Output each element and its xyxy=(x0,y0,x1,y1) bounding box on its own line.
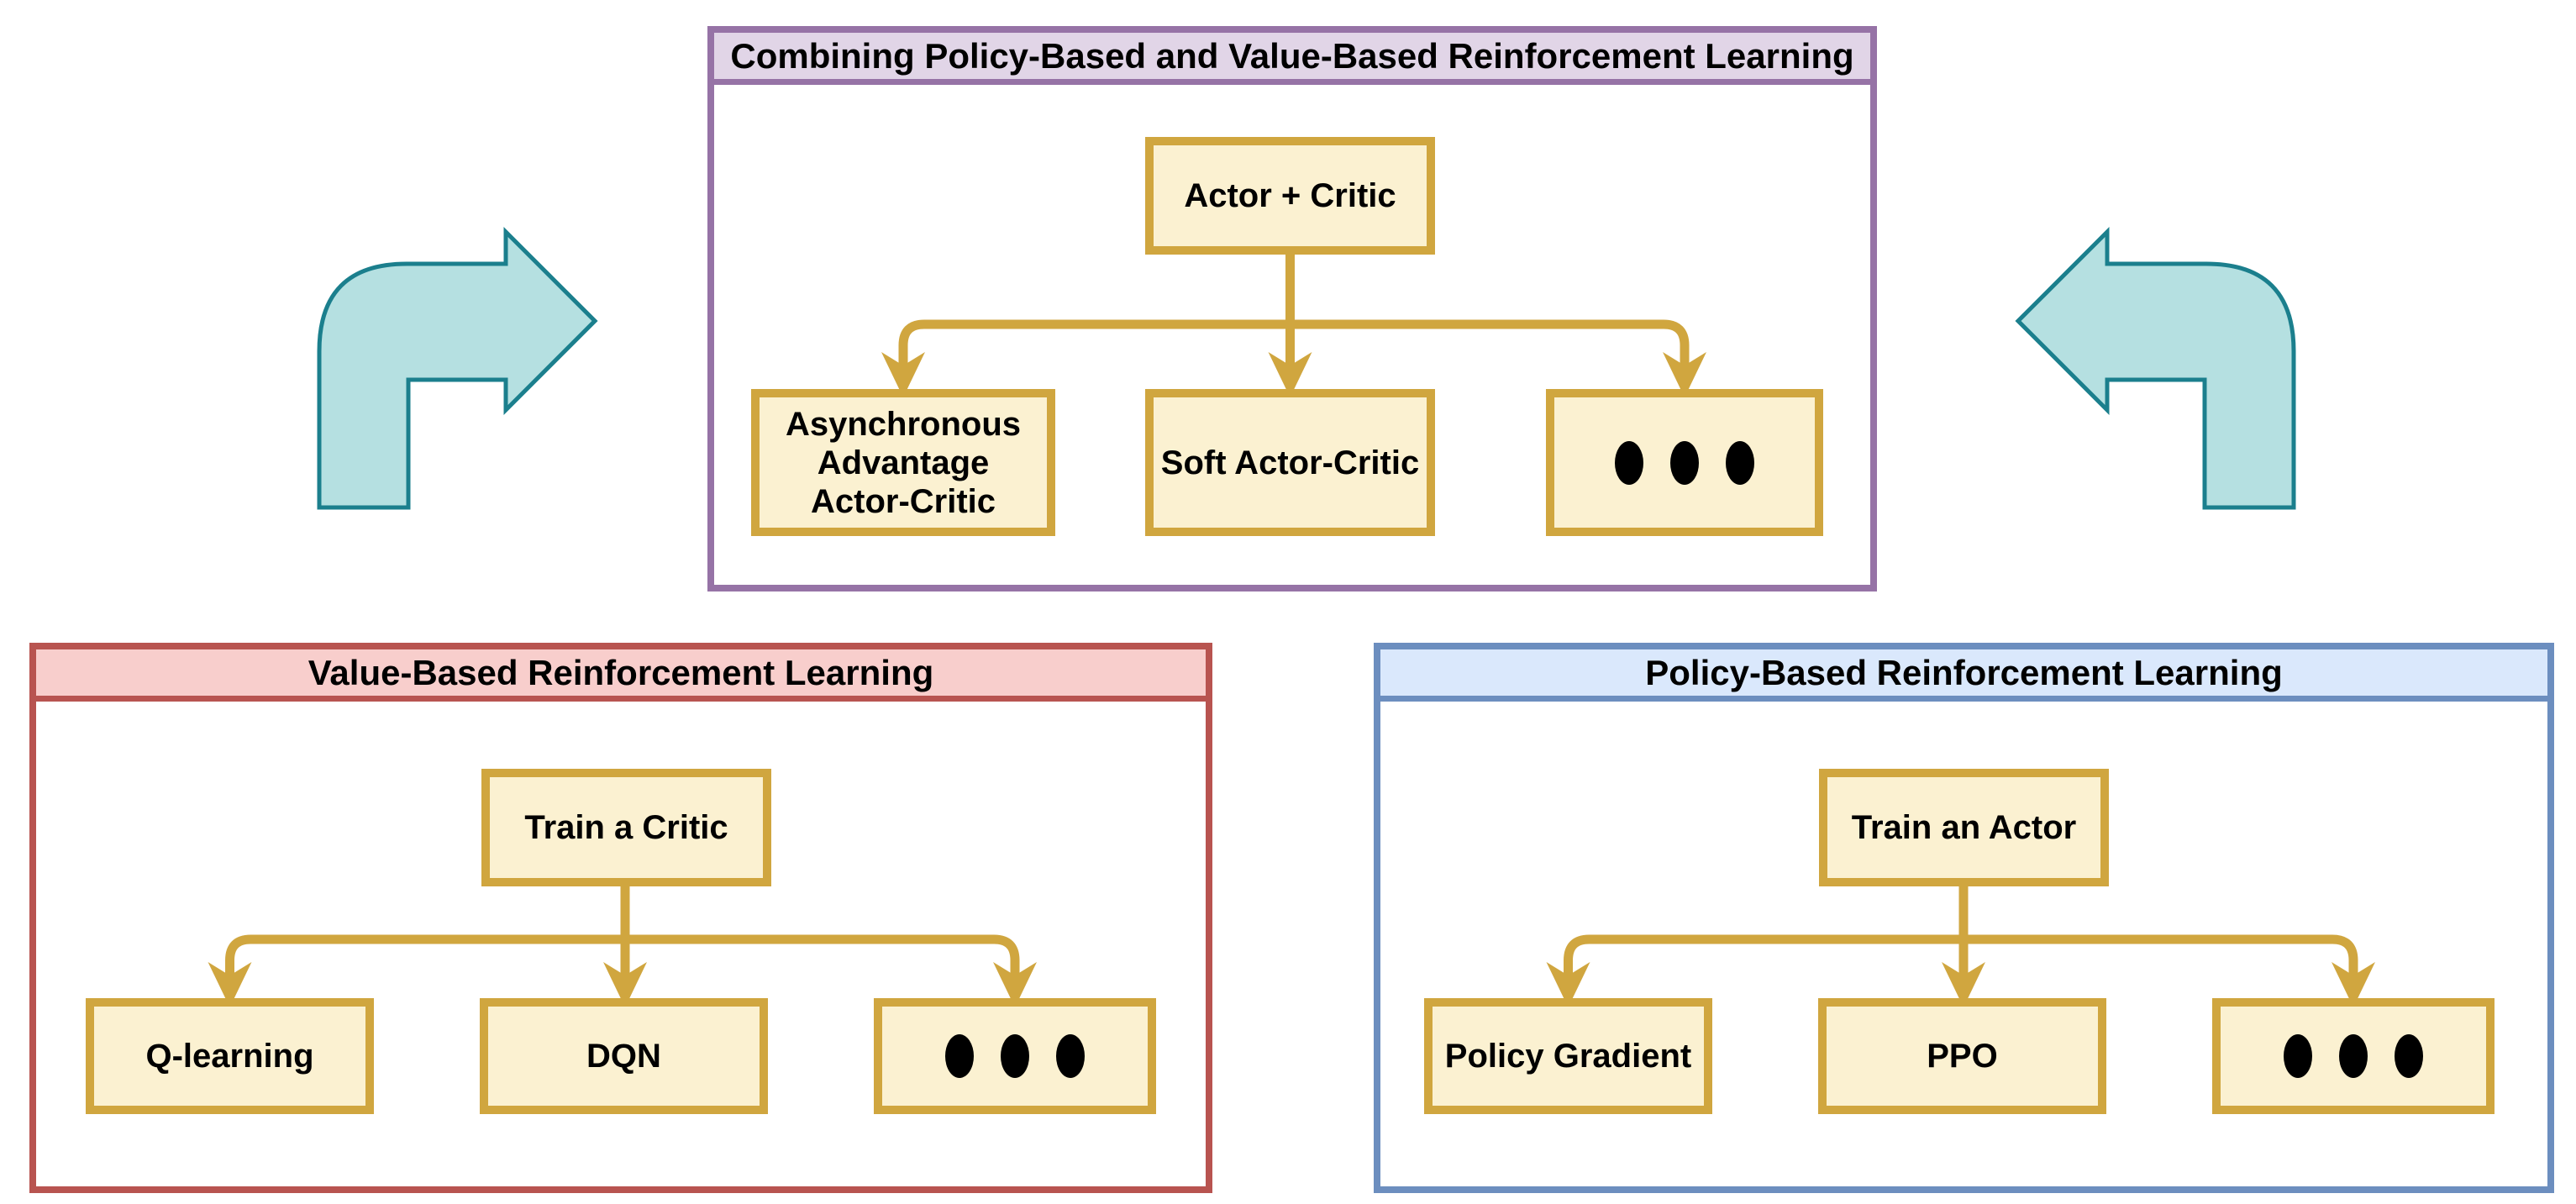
node-soft-actor-critic: Soft Actor-Critic xyxy=(1145,389,1435,536)
node-train-an-actor-label: Train an Actor xyxy=(1851,809,2077,846)
ellipsis-dot-icon xyxy=(945,1034,974,1078)
panel-policy-based-header: Policy-Based Reinforcement Learning xyxy=(1380,649,2547,702)
node-actor-plus-critic: Actor + Critic xyxy=(1145,137,1435,255)
node-ppo-label: PPO xyxy=(1927,1038,1998,1075)
panel-policy-based: Policy-Based Reinforcement Learning Trai… xyxy=(1374,643,2554,1193)
bent-arrow-left-icon xyxy=(317,226,598,510)
node-train-a-critic: Train a Critic xyxy=(481,769,771,886)
panel-combined: Combining Policy-Based and Value-Based R… xyxy=(707,26,1877,591)
node-asynchronous-advantage-actor-critic-label: Asynchronous Advantage Actor-Critic xyxy=(785,405,1022,520)
panel-combined-header: Combining Policy-Based and Value-Based R… xyxy=(714,33,1870,85)
ellipsis-dot-icon xyxy=(2284,1034,2312,1078)
ellipsis-dot-icon xyxy=(2395,1034,2423,1078)
node-policy-ellipsis xyxy=(2212,998,2495,1114)
panel-policy-based-title: Policy-Based Reinforcement Learning xyxy=(1645,652,2283,692)
node-value-ellipsis xyxy=(874,998,1156,1114)
node-soft-actor-critic-label: Soft Actor-Critic xyxy=(1160,444,1420,481)
panel-value-based-title: Value-Based Reinforcement Learning xyxy=(308,652,934,692)
ellipsis-dot-icon xyxy=(1726,440,1754,485)
node-q-learning-label: Q-learning xyxy=(145,1038,314,1075)
tree-connector xyxy=(208,886,1037,1007)
node-ppo: PPO xyxy=(1818,998,2106,1114)
ellipsis-dot-icon xyxy=(1056,1034,1085,1078)
node-policy-gradient-label: Policy Gradient xyxy=(1444,1038,1692,1075)
ellipsis-dot-icon xyxy=(1001,1034,1029,1078)
panel-value-based: Value-Based Reinforcement Learning Train… xyxy=(29,643,1212,1193)
bent-arrow-right-icon xyxy=(2015,226,2296,510)
panel-combined-title: Combining Policy-Based and Value-Based R… xyxy=(730,35,1854,76)
ellipsis-dot-icon xyxy=(1615,440,1643,485)
tree-connector xyxy=(881,255,1706,397)
node-asynchronous-advantage-actor-critic: Asynchronous Advantage Actor-Critic xyxy=(751,389,1055,536)
node-actor-plus-critic-label: Actor + Critic xyxy=(1184,177,1396,214)
node-dqn: DQN xyxy=(480,998,768,1114)
node-policy-gradient: Policy Gradient xyxy=(1424,998,1712,1114)
node-train-an-actor: Train an Actor xyxy=(1819,769,2109,886)
panel-value-based-header: Value-Based Reinforcement Learning xyxy=(36,649,1206,702)
ellipsis-dot-icon xyxy=(1670,440,1699,485)
node-train-a-critic-label: Train a Critic xyxy=(524,809,728,846)
node-combined-ellipsis xyxy=(1546,389,1823,536)
tree-connector xyxy=(1546,886,2375,1007)
node-dqn-label: DQN xyxy=(586,1038,661,1075)
ellipsis-dot-icon xyxy=(2339,1034,2368,1078)
node-q-learning: Q-learning xyxy=(86,998,374,1114)
